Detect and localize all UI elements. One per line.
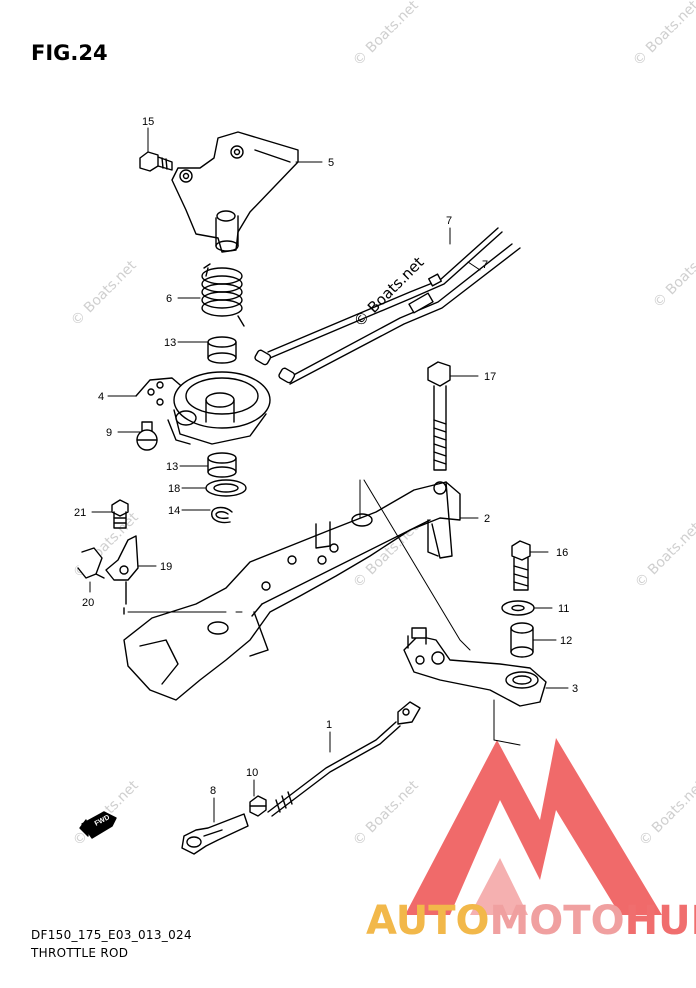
callout-21: 21 (74, 507, 86, 519)
callout-1: 1 (326, 719, 332, 731)
ball-stud-part-9 (136, 421, 158, 451)
throttle-cable-part-7 (254, 227, 521, 385)
collar-part-12 (510, 622, 534, 658)
bolt-part-16 (511, 540, 531, 591)
bolt-part-17 (427, 361, 451, 471)
callout-16: 16 (556, 547, 568, 559)
figure-caption: THROTTLE ROD (31, 946, 129, 960)
callout-5: 5 (328, 157, 334, 169)
callout-10: 10 (246, 767, 258, 779)
bushing-part-13-lower (207, 452, 237, 478)
throttle-rod-part-1 (267, 701, 421, 817)
callout-11: 11 (558, 603, 569, 615)
callout-9: 9 (106, 427, 112, 439)
brand-part-auto: AUTO (366, 898, 490, 944)
callout-12: 12 (560, 635, 572, 647)
callout-14: 14 (168, 505, 180, 517)
clamp-part-19 (105, 535, 139, 615)
fwd-arrow-icon (79, 811, 117, 839)
callout-8: 8 (210, 785, 216, 797)
spring-part-6 (201, 263, 245, 327)
callout-20: 20 (82, 597, 94, 609)
bracket-part-5 (171, 131, 299, 253)
washer-part-18 (205, 479, 247, 497)
throttle-drum-part-4 (135, 371, 271, 445)
callout-3: 3 (572, 683, 578, 695)
callout-18: 18 (168, 483, 180, 495)
throttle-lever-part-2 (123, 481, 461, 701)
e-clip-part-14 (211, 506, 233, 524)
washer-part-11 (501, 600, 535, 616)
lever-part-3 (403, 627, 547, 707)
callout-13: 13 (164, 337, 176, 349)
bushing-part-13-upper (207, 336, 237, 364)
callout-7: 7 (446, 215, 452, 227)
callout-2: 2 (484, 513, 490, 525)
automotohub-brand: AUTOMOTOHUB (366, 898, 696, 944)
bolt-part-15 (139, 151, 173, 172)
callout-19: 19 (160, 561, 172, 573)
callout-7: 7 (482, 259, 488, 271)
leader-lines (89, 127, 569, 823)
automotohub-triangle-logo (405, 738, 662, 915)
callout-labels: 15 5 7 7 6 13 4 9 13 18 14 21 2 17 19 20… (74, 116, 578, 797)
nut-part-10 (249, 795, 267, 817)
brand-part-moto: MOTO (489, 898, 625, 944)
figure-title: FIG.24 (31, 41, 108, 65)
callout-17: 17 (484, 371, 496, 383)
callout-13: 13 (166, 461, 178, 473)
callout-6: 6 (166, 293, 172, 305)
clip-part-20 (77, 547, 105, 579)
callout-15: 15 (142, 116, 154, 128)
bolt-part-21 (111, 499, 129, 529)
brand-part-hub: HUB (624, 898, 696, 944)
figure-code: DF150_175_E03_013_024 (31, 928, 192, 942)
callout-4: 4 (98, 391, 104, 403)
rod-end-part-8 (181, 813, 249, 855)
